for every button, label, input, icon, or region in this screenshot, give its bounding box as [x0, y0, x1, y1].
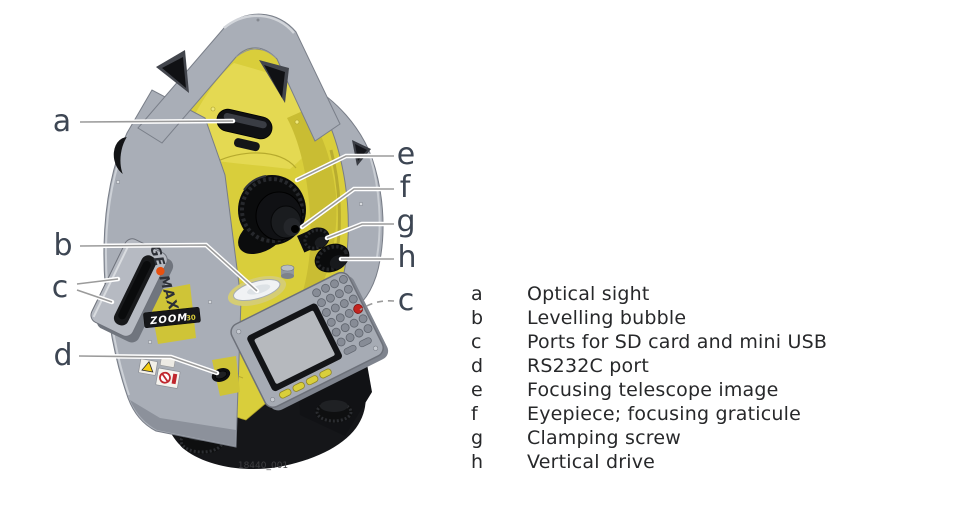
legend-key: a [471, 283, 483, 305]
leader-e [296, 155, 394, 181]
callout-letters: a b c d e f g h c [52, 104, 417, 373]
power-key [353, 304, 364, 314]
logo-prefix: GE [146, 243, 168, 268]
levelling-screw-right [315, 400, 353, 423]
legend-row-b: b Levelling bubble [471, 306, 827, 330]
legend-key: b [471, 307, 484, 329]
legend-key: d [471, 355, 484, 377]
leader-c-upper [76, 278, 119, 285]
legend-desc: RS232C port [527, 355, 649, 377]
leader-g [326, 223, 394, 239]
figure-caption: 18440_001 [238, 461, 288, 471]
callout-f: f [400, 170, 412, 205]
display-screen [247, 303, 342, 392]
leader-a [79, 120, 234, 123]
legend-row-e: e Focusing telescope image [471, 378, 827, 402]
leader-c-lower [76, 289, 113, 303]
model-badge-text: ZOOM [149, 312, 189, 327]
legend-desc: Vertical drive [527, 451, 656, 473]
small-knob [280, 264, 295, 279]
legend-key: c [471, 331, 482, 353]
callout-g: g [396, 204, 415, 239]
left-side-knob [113, 132, 152, 181]
legend-row-a: a Optical sight [471, 282, 827, 306]
legend-row-c: c Ports for SD card and mini USB [471, 330, 827, 354]
callout-a: a [53, 104, 71, 139]
legend-row-f: f Eyepiece; focusing graticule [471, 402, 827, 426]
handle-hole-left [156, 50, 189, 93]
callout-b: b [53, 228, 72, 263]
legend-desc: Ports for SD card and mini USB [527, 331, 828, 353]
keyboard-panel [230, 271, 389, 411]
warning-labels [138, 356, 181, 389]
key-grid [312, 274, 373, 355]
zoom-model-badge: ZOOM 30 [143, 307, 201, 328]
legend-key: g [471, 427, 484, 449]
legend-row-g: g Clamping screw [471, 426, 827, 450]
legend-key: h [471, 451, 484, 473]
logo-dot-icon: ● [153, 264, 168, 277]
legend-key: e [471, 379, 483, 401]
legend-row-h: h Vertical drive [471, 450, 827, 474]
callout-d: d [53, 338, 72, 373]
leader-b [79, 244, 258, 292]
callout-c-left: c [52, 270, 69, 305]
leader-lines [74, 118, 397, 376]
function-keys [279, 368, 332, 399]
legend-desc: Levelling bubble [527, 307, 687, 329]
eyepiece-assembly [238, 175, 306, 254]
handle-hole-right [259, 60, 289, 103]
optical-sight [216, 108, 273, 152]
model-badge-number: 30 [186, 314, 197, 323]
legend-desc: Eyepiece; focusing graticule [527, 403, 801, 425]
leader-c-right-dashed [359, 300, 395, 311]
parts-legend: a Optical sight b Levelling bubble c Por… [471, 282, 827, 474]
callout-e: e [397, 137, 415, 172]
carry-handle [137, 13, 341, 144]
legend-desc: Clamping screw [527, 427, 681, 449]
callout-c-right: c [398, 283, 415, 318]
clamping-screw-knob [302, 227, 330, 251]
legend-row-d: d RS232C port [471, 354, 827, 378]
leader-f [301, 188, 394, 228]
callout-h: h [397, 240, 416, 275]
laser-warning-icon [141, 360, 154, 373]
legend-desc: Optical sight [527, 283, 650, 305]
legend-key: f [471, 403, 478, 425]
leader-d [78, 355, 218, 374]
instrument-illustration: GE●MAX ZOOM 30 [52, 13, 417, 471]
legend-desc: Focusing telescope image [527, 379, 779, 401]
